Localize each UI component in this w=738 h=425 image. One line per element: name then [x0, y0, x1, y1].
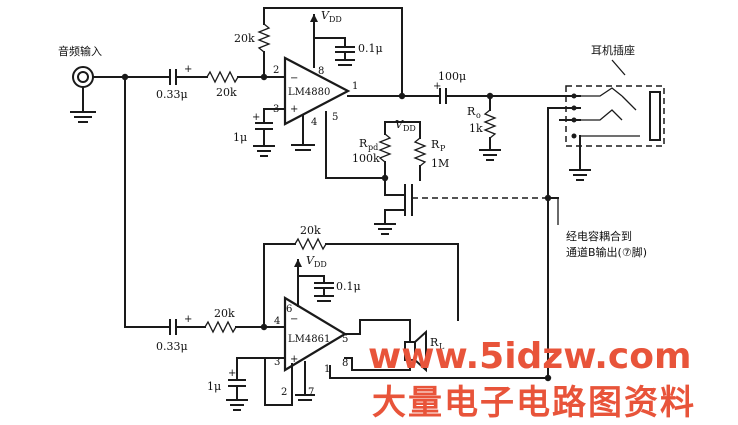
top-in-res-value: 20k: [216, 86, 237, 99]
pin-2-top: 2: [273, 65, 279, 76]
rp-sub: P: [440, 144, 446, 153]
pin-4-top: 4: [311, 117, 317, 128]
input-label: 音频输入: [58, 44, 102, 58]
bias-cap-plus: +: [252, 112, 260, 123]
pin-1-bottom: 1: [324, 364, 330, 375]
vdd-sub-top: DD: [329, 15, 342, 24]
rpd-value: 100k: [352, 152, 380, 165]
pin-3-bottom: 3: [274, 357, 280, 368]
jack-label: 耳机插座: [591, 43, 635, 57]
bottom-bias-capacitor: [226, 379, 248, 411]
rpd-label: R: [359, 137, 368, 150]
rl-sub: L: [439, 342, 445, 351]
watermark-url: www.5idzw.com: [368, 336, 691, 377]
pin-4-bottom: 4: [274, 316, 280, 327]
out-cap-value: 100μ: [438, 70, 466, 83]
top-in-cap-value: 0.33μ: [156, 88, 188, 101]
bottom-minus-sign: −: [290, 314, 298, 325]
rpd-sub: pd: [368, 143, 378, 152]
top-minus-sign: −: [290, 73, 298, 84]
bottom-bias-plus: +: [228, 368, 236, 379]
top-plus-sign: +: [290, 104, 298, 115]
vdd-sub-mid: DD: [403, 124, 416, 133]
bottom-bias-cap-value: 1μ: [207, 380, 221, 393]
vdd-arrow-bottom: [294, 259, 302, 267]
vdd-label-mid: V: [395, 118, 404, 131]
pin-5-top: 5: [332, 112, 338, 123]
vdd-sub-bottom: DD: [314, 260, 327, 269]
ro-resistor: [483, 109, 497, 139]
ro-sub: o: [476, 111, 481, 120]
pin-7-bottom: 7: [308, 387, 314, 398]
top-bias-cap-value: 1μ: [233, 131, 247, 144]
top-fb-res-value: 20k: [234, 32, 255, 45]
jack-pointer: [611, 59, 626, 76]
audio-input-jack: [70, 66, 96, 123]
bottom-cap-plus: +: [184, 314, 192, 325]
out-cap-plus: +: [433, 81, 441, 92]
pin-1-top: 1: [352, 81, 358, 92]
bottom-input-resistor: [204, 320, 237, 334]
pin-8-top: 8: [318, 66, 324, 77]
top-bias-capacitor: [253, 122, 275, 157]
pin-5-bottom: 5: [342, 334, 348, 345]
bottom-feedback-resistor: [294, 237, 327, 251]
note-line-2: 通道B输出(⑦脚): [566, 245, 647, 259]
pin-6-bottom: 6: [286, 304, 292, 315]
lm4880-opamp: [283, 56, 351, 126]
headphone-jack: [565, 85, 665, 147]
vdd-arrow-top: [310, 14, 318, 22]
rp-label: R: [431, 138, 440, 151]
top-feedback-resistor: [257, 23, 271, 53]
lm4861-opamp: [283, 296, 348, 372]
rp-resistor: [413, 137, 427, 167]
bottom-fb-res-value: 20k: [300, 224, 321, 237]
rp-value: 1M: [431, 157, 449, 170]
top-bypass-value: 0.1μ: [358, 42, 383, 55]
vdd-label-bottom: V: [306, 254, 315, 267]
pin-8-bottom: 8: [342, 358, 348, 369]
ro-value: 1k: [469, 122, 483, 135]
ro-label: R: [467, 105, 476, 118]
bottom-plus-sign: +: [290, 354, 298, 365]
rl-label: R: [430, 336, 439, 349]
bottom-in-res-value: 20k: [214, 307, 235, 320]
top-bypass-capacitor: [335, 37, 355, 66]
cap-plus-sign: +: [184, 64, 192, 75]
bottom-bypass-value: 0.1μ: [336, 280, 361, 293]
lm4880-label: LM4880: [288, 87, 330, 98]
bottom-in-cap-value: 0.33μ: [156, 340, 188, 353]
top-input-resistor: [206, 70, 239, 84]
rpd-resistor: [378, 133, 392, 163]
watermark-text: 大量电子电路图资料: [372, 383, 696, 423]
pin-2-bottom: 2: [281, 387, 287, 398]
lm4861-label: LM4861: [288, 334, 330, 345]
vdd-label-top: V: [321, 9, 330, 22]
bottom-bypass-capacitor: [314, 275, 334, 302]
note-line-1: 经电容耦合到: [566, 229, 632, 243]
